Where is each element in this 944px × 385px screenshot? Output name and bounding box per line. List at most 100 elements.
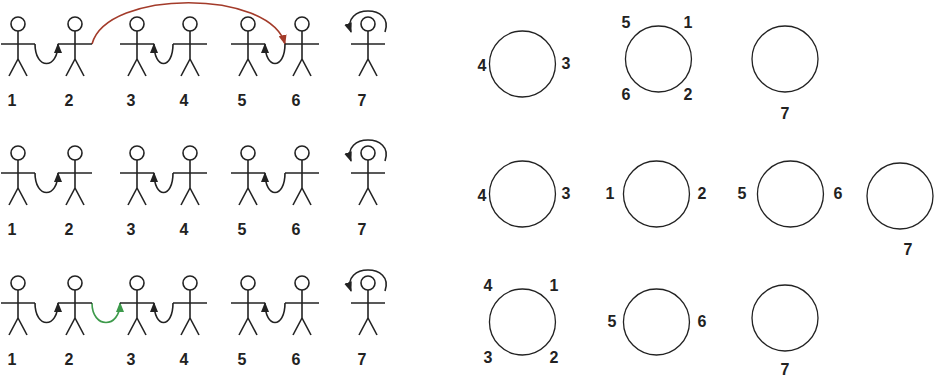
person-node: 1 [1, 143, 35, 239]
stick-figure [173, 14, 207, 110]
cycle-circle [602, 157, 711, 231]
figure-stroke [367, 160, 369, 188]
circle-number: 7 [781, 106, 790, 122]
figure-head [130, 17, 144, 31]
circle-number: 3 [484, 350, 493, 366]
figure-stroke [239, 59, 248, 76]
figure-number: 2 [65, 352, 74, 368]
figure-stroke [9, 188, 18, 205]
figure-stroke [17, 290, 19, 318]
figure-stroke [74, 31, 76, 59]
figure-stroke [367, 31, 369, 59]
figure-head [183, 276, 197, 290]
figure-stroke [18, 188, 27, 205]
figure-head [295, 276, 309, 290]
pointer-arrow [35, 44, 58, 64]
figure-stroke [231, 302, 265, 304]
stick-figure [120, 273, 154, 369]
figure-stroke [248, 59, 257, 76]
circle-number: 4 [478, 188, 487, 204]
pointer-arrow [154, 303, 173, 323]
cycle-node: 12 [602, 157, 711, 231]
circle-outline [752, 26, 818, 92]
stick-figure [120, 14, 154, 110]
figure-stroke [66, 59, 75, 76]
person-node: 6 [285, 273, 319, 369]
figure-stroke [239, 318, 248, 335]
figure-number: 5 [238, 222, 247, 238]
figure-stroke [247, 160, 249, 188]
figure-stroke [293, 59, 302, 76]
figure-head [361, 146, 375, 160]
stick-figure [1, 143, 35, 239]
figure-stroke [368, 188, 377, 205]
person-node: 4 [173, 273, 207, 369]
figure-stroke [181, 59, 190, 76]
cycle-node: 43 [474, 27, 575, 101]
circle-number: 5 [608, 314, 617, 330]
circle-number: 1 [550, 278, 559, 294]
person-node: 3 [120, 273, 154, 369]
person-node: 4 [173, 143, 207, 239]
circle-outline [867, 163, 933, 229]
circle-number: 6 [698, 314, 707, 330]
person-node: 2 [58, 143, 92, 239]
figure-stroke [17, 31, 19, 59]
figure-stroke [189, 160, 191, 188]
pointer-arrow [350, 11, 386, 32]
figure-stroke [248, 188, 257, 205]
stick-figure [120, 143, 154, 239]
circle-number: 4 [484, 278, 493, 294]
figure-head [295, 17, 309, 31]
cycle-circle [474, 157, 575, 231]
figure-stroke [173, 43, 207, 45]
figure-stroke [368, 59, 377, 76]
figure-number: 7 [358, 93, 367, 109]
figure-stroke [239, 188, 248, 205]
stick-figure [231, 143, 265, 239]
figure-head [11, 17, 25, 31]
cycle-circle [474, 27, 575, 101]
person-node: 7 [351, 14, 385, 110]
stick-figure [231, 14, 265, 110]
cycle-circle [734, 157, 847, 231]
stick-figure [351, 143, 385, 239]
figure-number: 3 [127, 352, 136, 368]
circle-outline [623, 161, 689, 227]
figure-stroke [66, 318, 75, 335]
stick-figure [285, 14, 319, 110]
figure-head [68, 146, 82, 160]
figure-stroke [9, 318, 18, 335]
person-node: 2 [58, 14, 92, 110]
figure-stroke [302, 188, 311, 205]
figure-stroke [137, 59, 146, 76]
figure-head [130, 146, 144, 160]
cycle-node: 4 1 3 2 [480, 274, 563, 370]
circle-number: 6 [834, 186, 843, 202]
figure-number: 4 [180, 222, 189, 238]
figure-stroke [128, 59, 137, 76]
figure-number: 1 [8, 352, 17, 368]
figure-number: 1 [8, 222, 17, 238]
figure-stroke [173, 172, 207, 174]
stick-figure [1, 14, 35, 110]
figure-stroke [351, 43, 385, 45]
figure-number: 7 [358, 222, 367, 238]
figure-stroke [359, 188, 368, 205]
figure-head [241, 146, 255, 160]
figure-stroke [359, 59, 368, 76]
person-node: 5 [231, 14, 265, 110]
circle-number: 2 [550, 350, 559, 366]
figure-stroke [247, 31, 249, 59]
stick-figure [351, 14, 385, 110]
stick-figure [285, 273, 319, 369]
figure-stroke [1, 302, 35, 304]
circle-outline [623, 289, 689, 355]
figure-stroke [66, 188, 75, 205]
figure-number: 7 [358, 352, 367, 368]
figure-number: 3 [127, 93, 136, 109]
figure-stroke [190, 318, 199, 335]
pointer-arrow [35, 303, 58, 323]
circle-number: 2 [684, 87, 693, 103]
figure-stroke [128, 188, 137, 205]
